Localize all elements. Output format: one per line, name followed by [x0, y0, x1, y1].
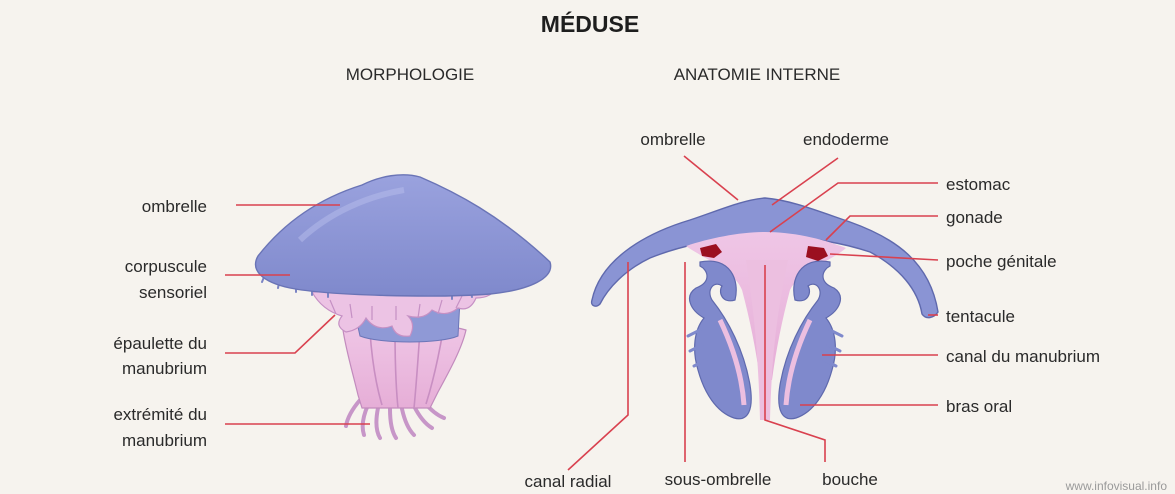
section-title-anatomy: ANATOMIE INTERNE	[674, 65, 841, 84]
label-poche-genitale: poche génitale	[946, 252, 1057, 271]
label-canal-radial: canal radial	[525, 472, 612, 491]
label-tentacule: tentacule	[946, 307, 1015, 326]
label-epaulette-line1: épaulette du	[113, 334, 207, 353]
label-sous-ombrelle: sous-ombrelle	[665, 470, 772, 489]
jellyfish-external-illustration	[256, 175, 551, 438]
label-ombrelle: ombrelle	[142, 197, 207, 216]
diagram-title: MÉDUSE	[541, 10, 639, 37]
label-corpuscule-line2: sensoriel	[139, 283, 207, 302]
watermark: www.infovisual.info	[1065, 479, 1168, 493]
label-estomac: estomac	[946, 175, 1011, 194]
leader-line-ombrelle-section	[684, 156, 738, 200]
label-gonade: gonade	[946, 208, 1003, 227]
section-title-morphology: MORPHOLOGIE	[346, 65, 474, 84]
label-epaulette-line2: manubrium	[122, 359, 207, 378]
label-extremite-line1: extrémité du	[113, 405, 207, 424]
label-canal-manubrium: canal du manubrium	[946, 347, 1100, 366]
label-endoderme: endoderme	[803, 130, 889, 149]
label-corpuscule-line1: corpuscule	[125, 257, 207, 276]
leader-line-epaulette	[225, 315, 335, 353]
label-bouche: bouche	[822, 470, 878, 489]
leader-line-endoderme	[772, 158, 838, 205]
label-extremite-line2: manubrium	[122, 431, 207, 450]
label-ombrelle-section: ombrelle	[640, 130, 705, 149]
label-bras-oral: bras oral	[946, 397, 1012, 416]
